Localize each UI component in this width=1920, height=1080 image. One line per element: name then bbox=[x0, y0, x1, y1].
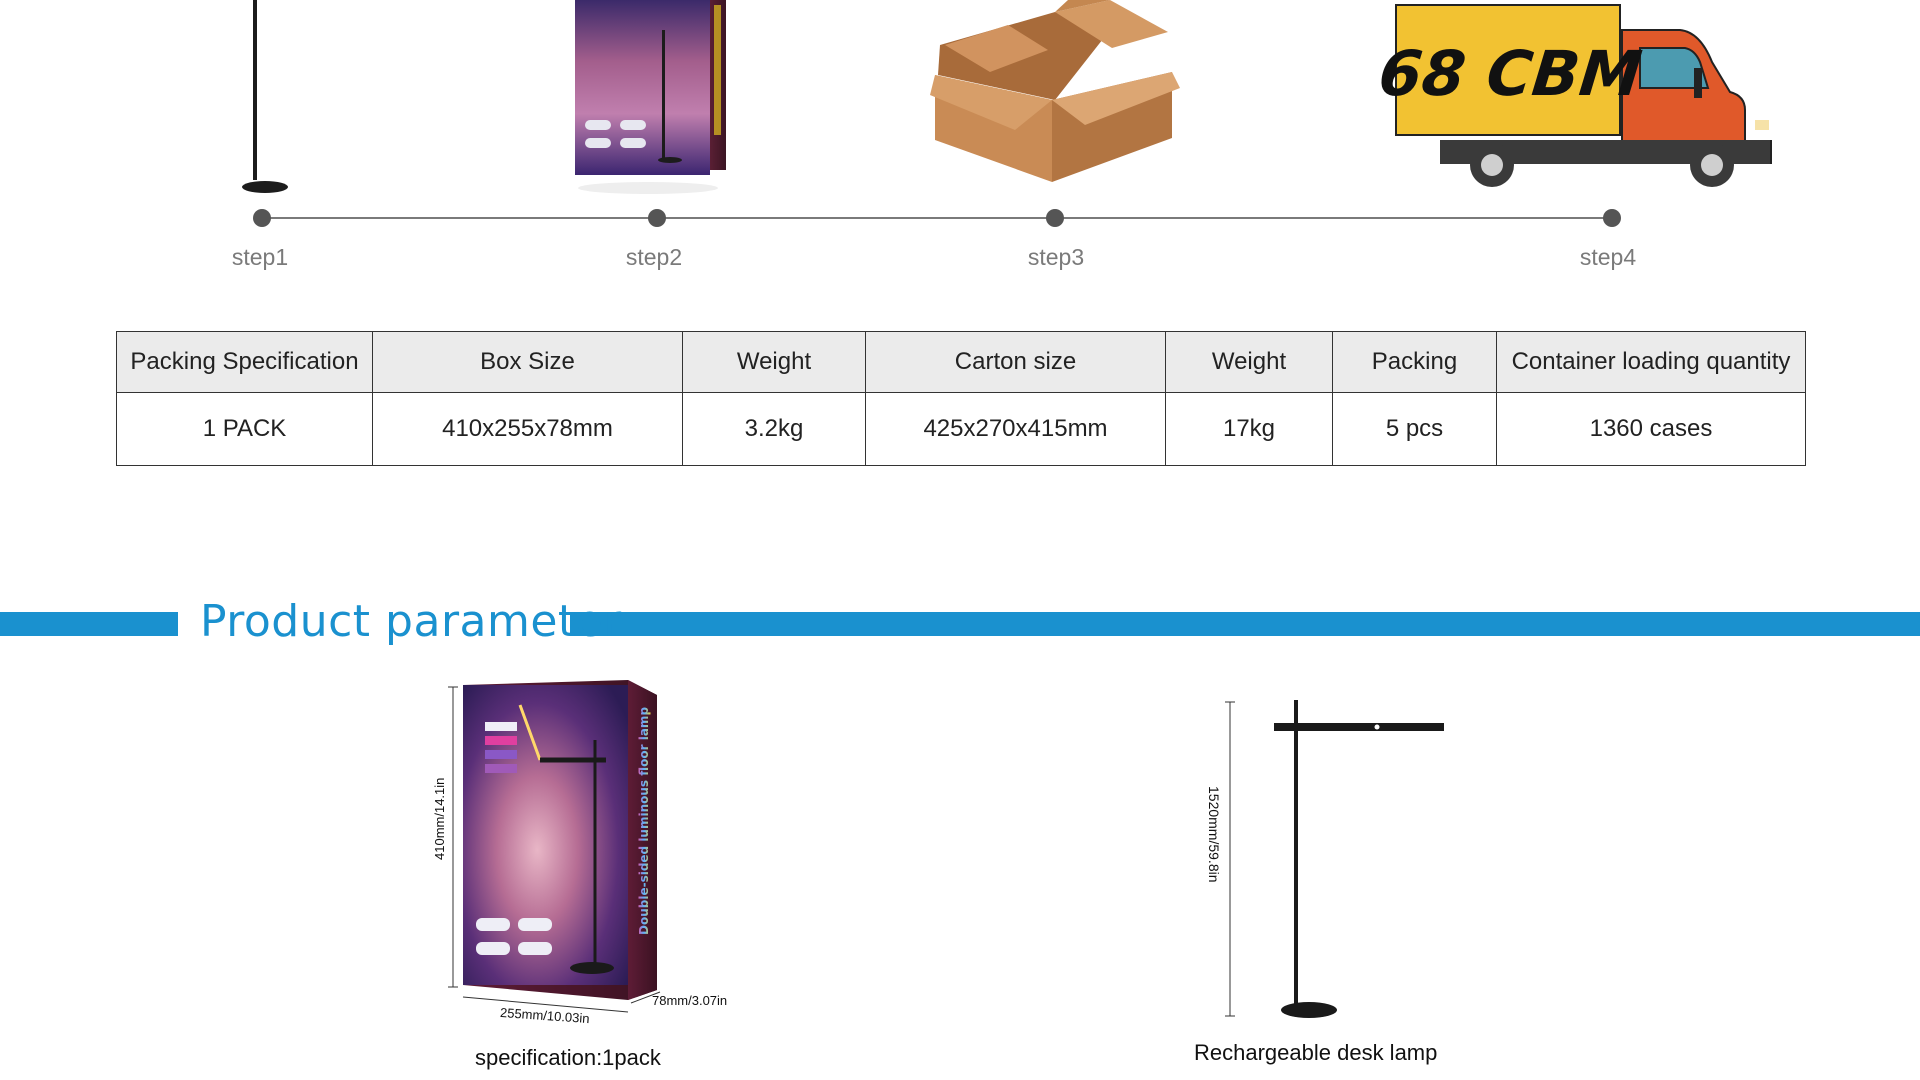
packing-spec-table: Packing Specification Box Size Weight Ca… bbox=[116, 331, 1806, 466]
step-label-2: step2 bbox=[625, 244, 683, 270]
product-box-caption: specification:1pack bbox=[475, 1045, 661, 1070]
box-depth-label: 78mm/3.07in bbox=[652, 993, 728, 1008]
timeline-dot-step1 bbox=[253, 209, 271, 227]
table-cell: 1 PACK bbox=[116, 392, 373, 466]
carton-box-image bbox=[930, 0, 1180, 182]
product-box-image: Double-sided luminous floor lamp bbox=[463, 680, 657, 1000]
table-cell: 3.2kg bbox=[682, 392, 866, 466]
retail-box-image bbox=[575, 0, 726, 194]
table-header-cell: Container loading quantity bbox=[1496, 331, 1806, 393]
truck-image: 68 CBM bbox=[1375, 4, 1772, 187]
table-cell: 410x255x78mm bbox=[372, 392, 683, 466]
table-cell: 5 pcs bbox=[1332, 392, 1497, 466]
timeline-dot-step2 bbox=[648, 209, 666, 227]
box-width-label: 255mm/10.03in bbox=[499, 1004, 591, 1027]
table-header-cell: Weight bbox=[1165, 331, 1333, 393]
table-cell: 17kg bbox=[1165, 392, 1333, 466]
table-cell: 425x270x415mm bbox=[865, 392, 1166, 466]
box-height-label: 410mm/14.1in bbox=[432, 777, 447, 860]
timeline-dot-step3 bbox=[1046, 209, 1064, 227]
desk-lamp-caption: Rechargeable desk lamp bbox=[1194, 1040, 1438, 1065]
table-header-cell: Packing bbox=[1332, 331, 1497, 393]
table-row: 1 PACK 410x255x78mm 3.2kg 425x270x415mm … bbox=[116, 392, 1806, 466]
lamp-height-label: 1520mm/59.8in bbox=[1206, 786, 1222, 883]
lamp-dimension-line bbox=[1225, 701, 1235, 1017]
section-bar-left bbox=[0, 612, 178, 636]
timeline bbox=[253, 209, 1621, 227]
desk-lamp-image bbox=[1274, 700, 1444, 1018]
table-header-row: Packing Specification Box Size Weight Ca… bbox=[116, 331, 1806, 393]
section-bar-right bbox=[570, 612, 1920, 636]
floor-lamp-image bbox=[242, 0, 288, 193]
table-header-cell: Box Size bbox=[372, 331, 683, 393]
step-label-4: step4 bbox=[1579, 244, 1637, 270]
box-dimension-lines bbox=[448, 686, 661, 1013]
packing-steps-illustration: 68 CBM bbox=[242, 0, 1772, 227]
table-header-cell: Weight bbox=[682, 331, 866, 393]
table-header-cell: Carton size bbox=[865, 331, 1166, 393]
step-label-3: step3 bbox=[1027, 244, 1085, 270]
section-title: Product parameter bbox=[200, 596, 622, 647]
table-cell: 1360 cases bbox=[1496, 392, 1806, 466]
box-side-text: Double-sided luminous floor lamp bbox=[637, 707, 651, 935]
step-label-1: step1 bbox=[231, 244, 289, 270]
table-header-cell: Packing Specification bbox=[116, 331, 373, 393]
truck-capacity-text: 68 CBM bbox=[1375, 37, 1645, 110]
timeline-dot-step4 bbox=[1603, 209, 1621, 227]
